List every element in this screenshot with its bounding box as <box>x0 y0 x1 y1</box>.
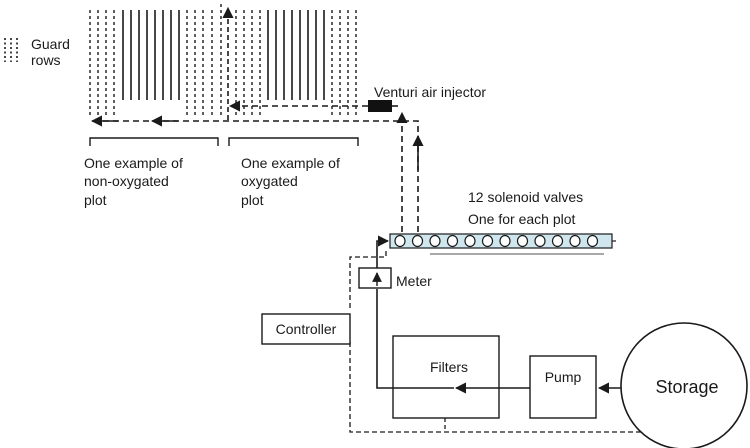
lateral-supply-line <box>90 120 419 232</box>
filters-label: Filters <box>430 359 468 375</box>
non-oxygated-label-line2: non-oxygated <box>84 173 169 189</box>
venturi-label: Venturi air injector <box>374 84 486 100</box>
solenoid-label-line2: One for each plot <box>468 211 576 227</box>
solenoid-valve <box>534 234 546 248</box>
solenoid-valve <box>586 234 599 248</box>
solenoid-valve <box>516 234 529 248</box>
control-wire-to-valves <box>349 248 387 308</box>
filters-box <box>392 335 500 419</box>
solenoid-valve <box>481 234 494 248</box>
legend-label-line2: rows <box>31 52 61 68</box>
legend-label-line1: Guard <box>31 36 70 52</box>
pump-label: Pump <box>545 369 582 385</box>
guard-rows-legend: Guard rows <box>4 36 70 68</box>
oxygated-plot-rows <box>235 10 357 116</box>
venturi-injector <box>368 100 392 112</box>
solenoid-valve <box>429 234 441 248</box>
guard-row-symbol <box>4 38 18 62</box>
solenoid-valve <box>499 234 511 248</box>
solenoid-valve <box>569 234 581 248</box>
non-oxygated-plot-rows <box>89 10 213 116</box>
non-oxygated-label-line3: plot <box>84 192 107 208</box>
storage-label: Storage <box>655 377 718 397</box>
oxygated-label-line2: oxygated <box>241 173 298 189</box>
non-oxygated-bracket <box>89 137 219 146</box>
solenoid-valve <box>551 234 564 248</box>
solenoid-valve <box>464 234 476 248</box>
solenoid-valve <box>411 234 424 248</box>
meter-label: Meter <box>396 273 432 289</box>
solenoid-valves <box>394 234 599 248</box>
controller-label: Controller <box>276 321 337 337</box>
solenoid-label-line1: 12 solenoid valves <box>468 189 583 205</box>
oxygated-label-line1: One example of <box>241 155 340 171</box>
meter-to-manifold-line <box>376 235 390 268</box>
oxygated-bracket <box>228 137 359 146</box>
filters-to-meter-line <box>376 289 454 389</box>
non-oxygated-label-line1: One example of <box>84 155 183 171</box>
solenoid-valve <box>394 234 406 248</box>
pump-box <box>529 355 597 419</box>
controller-box <box>261 313 351 345</box>
oxygated-label-line3: plot <box>241 192 264 208</box>
storage-tank <box>620 322 748 448</box>
solenoid-valve <box>446 234 459 248</box>
meter-box <box>358 267 392 289</box>
